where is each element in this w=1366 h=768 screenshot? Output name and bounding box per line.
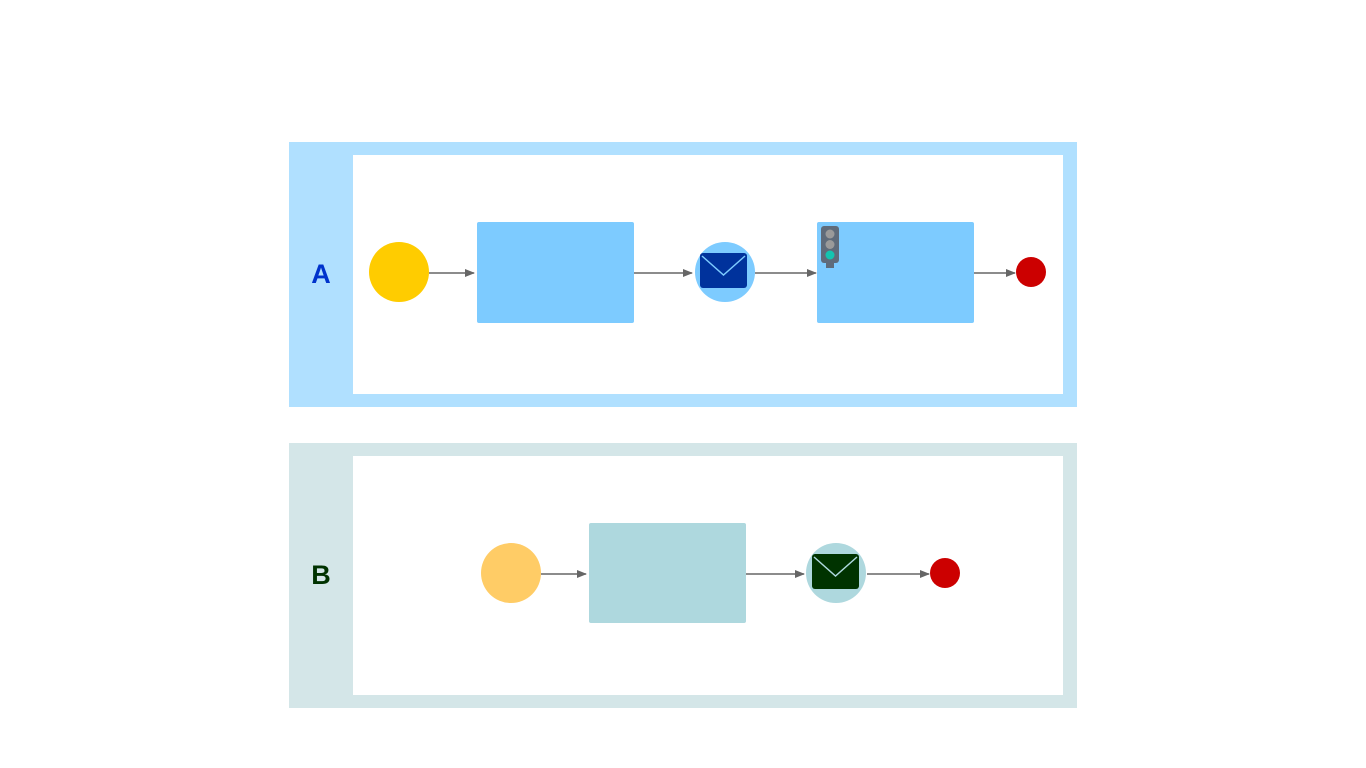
end-event[interactable] — [1016, 257, 1046, 287]
pool-a-label: A — [311, 259, 331, 289]
end-event[interactable] — [930, 558, 960, 588]
envelope-icon — [812, 554, 859, 589]
start-event[interactable] — [369, 242, 429, 302]
message-event[interactable] — [806, 543, 866, 603]
traffic-light-icon — [821, 226, 839, 268]
pool-b-flow — [481, 523, 960, 623]
envelope-icon — [700, 253, 747, 288]
task[interactable] — [817, 222, 974, 323]
start-event[interactable] — [481, 543, 541, 603]
message-event[interactable] — [695, 242, 755, 302]
pool-b-label: B — [311, 560, 331, 590]
pool-a-flow — [369, 222, 1046, 323]
task[interactable] — [477, 222, 634, 323]
task-with-traffic-light-icon[interactable] — [817, 222, 974, 323]
task[interactable] — [589, 523, 746, 623]
